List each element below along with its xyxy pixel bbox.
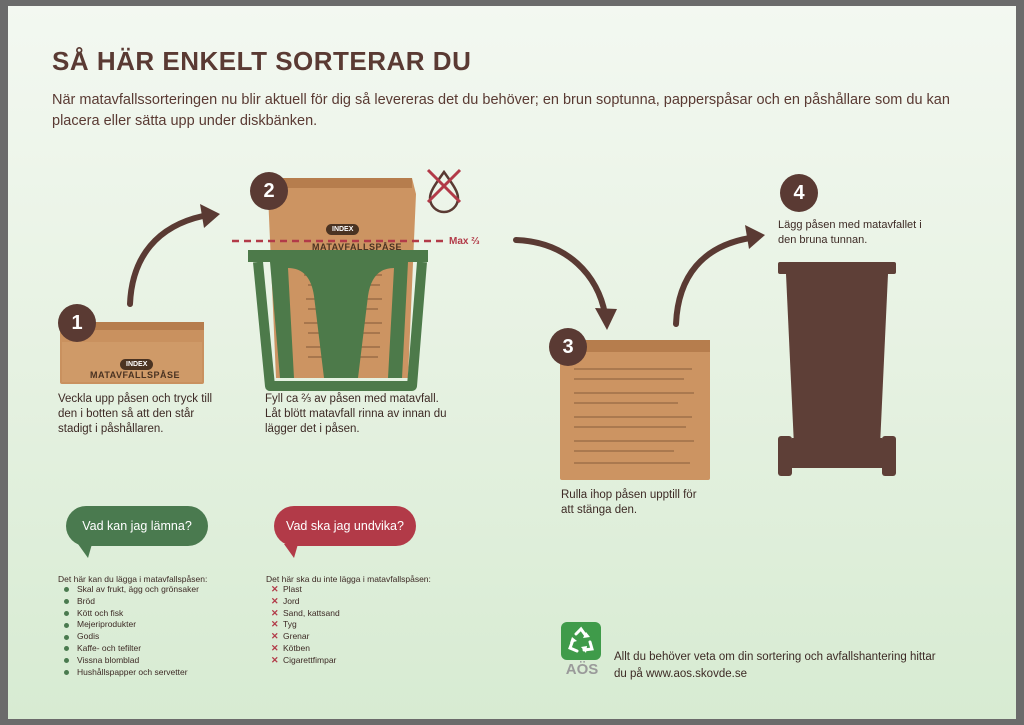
arrow-icon xyxy=(127,213,753,327)
bullet-icon xyxy=(64,646,69,652)
bag-folded xyxy=(60,322,204,384)
avoid-bubble: Vad ska jag undvika? xyxy=(274,506,416,546)
bullet-icon xyxy=(64,658,69,664)
recycle-icon xyxy=(561,622,601,660)
no-liquid-icon xyxy=(426,168,462,214)
footer-info-text: Allt du behöver veta om din sortering oc… xyxy=(614,651,936,680)
avoid-bubble-tail xyxy=(284,544,298,558)
cross-icon: ✕ xyxy=(271,607,279,618)
list-item: Bröd xyxy=(58,596,199,608)
step-4-text: Lägg påsen med matavfallet i den bruna t… xyxy=(778,219,922,246)
cross-icon: ✕ xyxy=(271,584,279,594)
bullet-icon xyxy=(64,634,69,640)
bag-badge-2: INDEX xyxy=(326,224,360,235)
list-item: Hushållspapper och servetter xyxy=(58,667,199,679)
max-fill-label: Max ⅔ xyxy=(449,236,480,247)
cross-icon: ✕ xyxy=(271,619,279,630)
list-item: ✕Kötben xyxy=(271,642,310,653)
list-item: Mejeriprodukter xyxy=(58,619,199,631)
list-item: Godis xyxy=(58,631,199,643)
brown-bin-icon xyxy=(778,262,896,476)
bag-badge: INDEX xyxy=(120,359,154,370)
cross-icon: ✕ xyxy=(271,654,279,665)
list-item: ✕Sand, kattsand xyxy=(271,607,340,618)
allowed-bubble-tail xyxy=(78,544,92,558)
list-item: Skal av frukt, ägg och grönsaker xyxy=(58,584,199,596)
intro-text: När matavfallssorteringen nu blir aktuel… xyxy=(52,92,950,129)
bullet-icon xyxy=(64,669,69,675)
aos-logo-text: AÖS xyxy=(565,661,599,678)
bag-label-1: MATAVFALLSPÅSE xyxy=(90,370,180,380)
list-item: ✕Plast xyxy=(271,584,302,594)
step-3-text: Rulla ihop påsen upptill för att stänga … xyxy=(561,489,697,516)
step-3-number: 3 xyxy=(549,328,587,366)
list-item: ✕Grenar xyxy=(271,631,310,642)
bag-in-holder xyxy=(232,178,448,391)
bullet-icon xyxy=(64,587,69,593)
bullet-icon xyxy=(64,599,69,605)
bullet-icon xyxy=(64,622,69,628)
step-1-text: Veckla upp påsen och tryck till den i bo… xyxy=(58,393,213,435)
bag-rolled xyxy=(560,340,710,480)
step-2-number: 2 xyxy=(250,172,288,210)
aos-logo: AÖS xyxy=(561,622,603,682)
bag-label-2: MATAVFALLSPÅSE xyxy=(312,242,402,252)
avoid-list: ✕Plast ✕Jord ✕Sand, kattsand ✕Tyg ✕Grena… xyxy=(266,584,340,667)
list-item: ✕Jord xyxy=(271,595,300,606)
allowed-list: Skal av frukt, ägg och grönsaker Bröd Kö… xyxy=(58,584,199,678)
cross-icon: ✕ xyxy=(271,642,279,653)
arrowheads xyxy=(200,204,765,330)
illustration-layer xyxy=(60,168,896,480)
list-item: ✕Tyg xyxy=(271,619,297,630)
list-item: Vissna blomblad xyxy=(58,655,199,667)
cross-icon: ✕ xyxy=(271,595,279,606)
list-item: Kött och fisk xyxy=(58,608,199,620)
step-4-number: 4 xyxy=(780,174,818,212)
cross-icon: ✕ xyxy=(271,631,279,642)
avoid-heading: Det här ska du inte lägga i matavfallspå… xyxy=(266,574,431,584)
page-title: SÅ HÄR ENKELT SORTERAR DU xyxy=(52,46,472,76)
step-2-text: Fyll ca ⅔ av påsen med matavfall. Låt bl… xyxy=(265,393,447,435)
info-sheet: SÅ HÄR ENKELT SORTERAR DU När matavfalls… xyxy=(8,6,1016,719)
step-1-number: 1 xyxy=(58,304,96,342)
list-item: Kaffe- och tefilter xyxy=(58,643,199,655)
allowed-heading: Det här kan du lägga i matavfallspåsen: xyxy=(58,574,208,584)
allowed-bubble: Vad kan jag lämna? xyxy=(66,506,208,546)
bullet-icon xyxy=(64,610,69,616)
list-item: ✕Cigarettfimpar xyxy=(271,654,337,665)
